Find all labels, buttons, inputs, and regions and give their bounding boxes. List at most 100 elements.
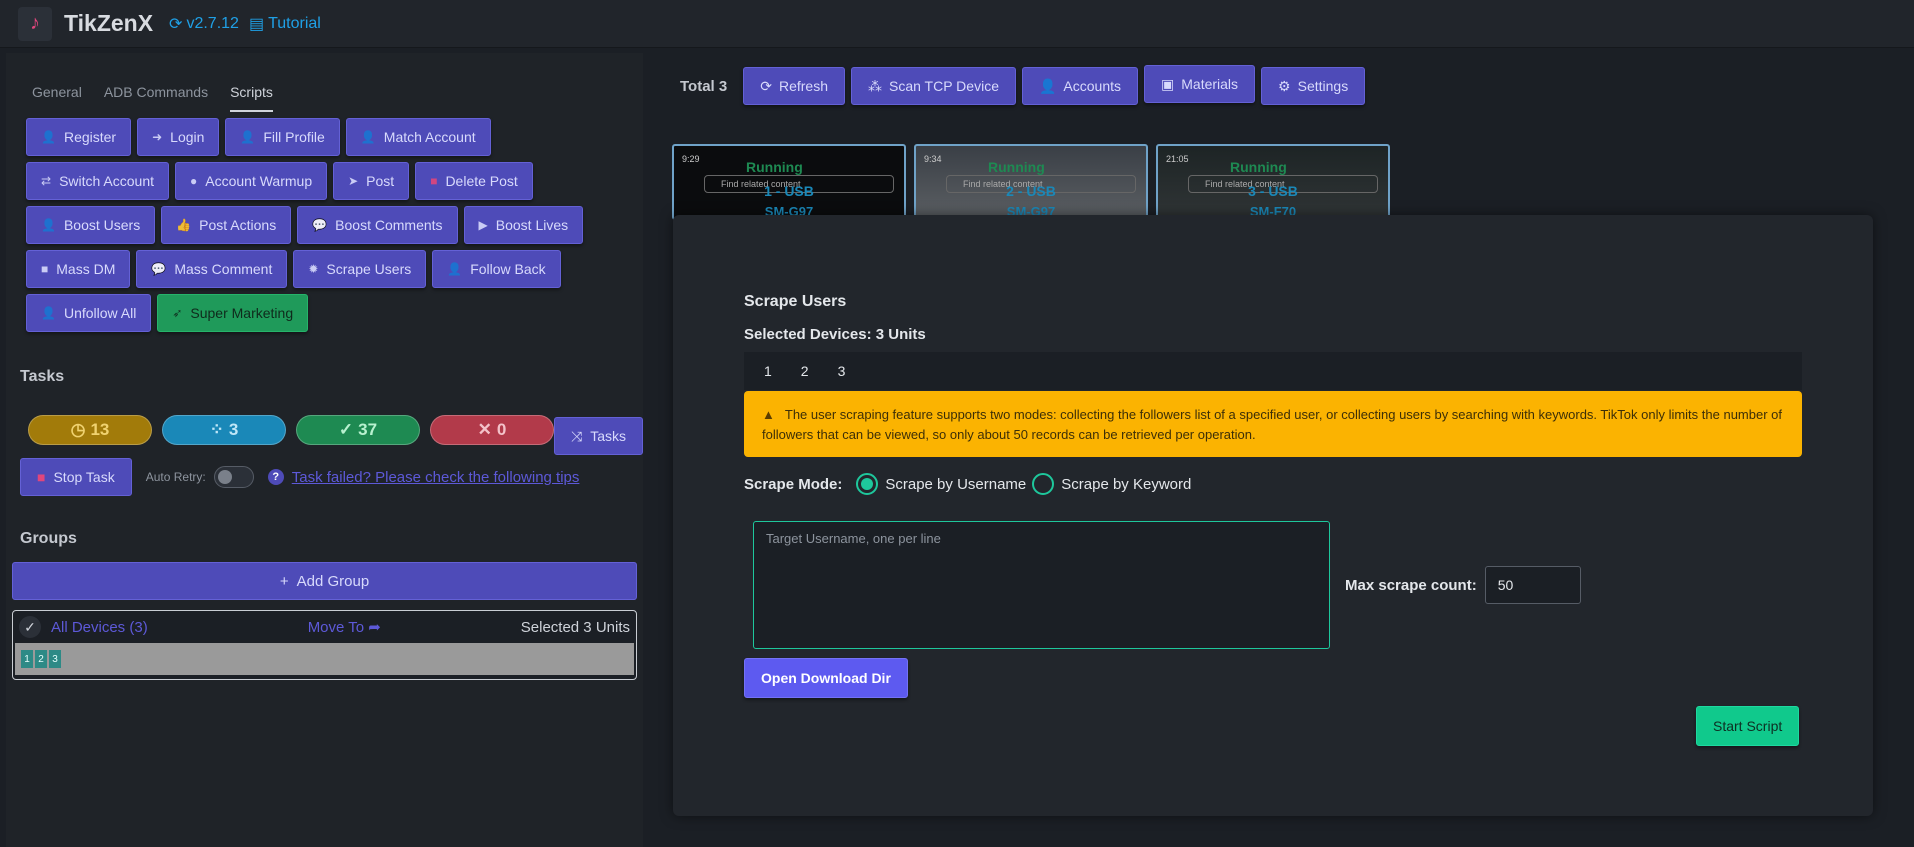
device-search-bar: Find related content xyxy=(946,175,1136,193)
boost-lives-button[interactable]: ▶Boost Lives xyxy=(463,206,584,244)
send-icon: ➤ xyxy=(348,174,359,188)
warning-alert: ▲The user scraping feature supports two … xyxy=(744,391,1802,457)
user-edit-icon: 👤 xyxy=(240,130,256,144)
user-minus-icon: 👤 xyxy=(41,306,56,320)
share-icon: ➦ xyxy=(368,619,381,636)
scrape-mode-group: Scrape Mode: Scrape by Username Scrape b… xyxy=(744,473,1197,495)
gear-icon: ⚙ xyxy=(1278,77,1291,94)
scan-tcp-device-button[interactable]: ⁂Scan TCP Device xyxy=(851,67,1016,105)
account-warmup-button[interactable]: ●Account Warmup xyxy=(175,162,328,200)
selected-count: Selected 3 Units xyxy=(520,618,630,636)
fill-profile-button[interactable]: 👤Fill Profile xyxy=(225,118,340,156)
device-toolbar: Total 3 ⟳Refresh ⁂Scan TCP Device 👤Accou… xyxy=(680,65,1366,105)
mass-dm-button[interactable]: ■Mass DM xyxy=(26,250,131,288)
scrape-by-username-option[interactable]: Scrape by Username xyxy=(856,473,1026,495)
register-button[interactable]: 👤Register xyxy=(26,118,132,156)
dialog-title: Scrape Users xyxy=(744,293,847,310)
user-check-icon: 👤 xyxy=(360,130,376,144)
tab-adb-commands[interactable]: ADB Commands xyxy=(103,84,209,100)
tasks-title: Tasks xyxy=(20,368,65,385)
check-icon: ✓ xyxy=(338,420,354,439)
boost-comments-button[interactable]: 💬Boost Comments xyxy=(297,206,458,244)
message-icon: ■ xyxy=(41,262,49,276)
max-scrape-count-input[interactable]: 50 xyxy=(1484,566,1581,604)
pending-count-badge[interactable]: ◷13 xyxy=(28,415,152,445)
match-account-button[interactable]: 👤Match Account xyxy=(345,118,491,156)
device-card[interactable]: 21:05 Find related content Running 3 - U… xyxy=(1156,144,1390,220)
running-count-badge[interactable]: ⁘3 xyxy=(162,415,286,445)
clock-icon: ◷ xyxy=(70,420,86,439)
tab-general[interactable]: General xyxy=(32,84,82,100)
materials-button[interactable]: ▣Materials xyxy=(1144,65,1256,103)
trash-icon: ■ xyxy=(430,174,438,188)
stop-icon: ■ xyxy=(37,469,46,485)
mass-comment-button[interactable]: 💬Mass Comment xyxy=(136,250,288,288)
device-name: 2 - USB xyxy=(1006,183,1056,199)
auto-retry-toggle[interactable] xyxy=(213,466,254,488)
login-icon: ➜ xyxy=(152,130,163,144)
group-device-chips: 1 2 3 xyxy=(15,643,634,675)
max-scrape-count-label: Max scrape count: xyxy=(1345,576,1477,594)
failed-count-badge[interactable]: ✕0 xyxy=(430,415,554,445)
device-number: 2 xyxy=(800,363,809,379)
post-button[interactable]: ➤Post xyxy=(333,162,410,200)
app-name: TikZenX xyxy=(64,10,154,36)
super-marketing-button[interactable]: ➶Super Marketing xyxy=(157,294,309,332)
select-all-checkbox[interactable]: ✓ xyxy=(19,616,41,638)
scrape-users-dialog: Scrape Users Selected Devices: 3 Units 1… xyxy=(673,215,1873,816)
app-header: ♪ TikZenX ⟳v2.7.12 ▤Tutorial xyxy=(0,0,1914,48)
unfollow-all-button[interactable]: 👤Unfollow All xyxy=(26,294,152,332)
device-model: SM-G97 xyxy=(1006,204,1056,219)
post-actions-button[interactable]: 👍Post Actions xyxy=(161,206,292,244)
auto-retry-label: Auto Retry: xyxy=(145,470,206,484)
login-button[interactable]: ➜Login xyxy=(137,118,220,156)
comment-icon: 💬 xyxy=(312,218,328,232)
accounts-button[interactable]: 👤Accounts xyxy=(1021,67,1139,105)
user-plus-icon: 👤 xyxy=(41,130,56,144)
device-number: 1 xyxy=(764,363,772,379)
document-icon: ▤ xyxy=(248,15,265,33)
panel-tabs: General ADB Commands Scripts xyxy=(32,81,295,112)
success-count-badge[interactable]: ✓37 xyxy=(296,415,420,445)
device-time: 9:34 xyxy=(924,154,942,164)
device-chip[interactable]: 1 xyxy=(21,650,33,668)
radio-selected[interactable] xyxy=(856,473,879,495)
target-username-textarea[interactable]: Target Username, one per line xyxy=(753,521,1330,649)
switch-account-button[interactable]: ⇄Switch Account xyxy=(26,162,169,200)
device-status: Running xyxy=(1230,159,1287,175)
device-number: 3 xyxy=(837,363,846,379)
settings-button[interactable]: ⚙Settings xyxy=(1261,67,1366,105)
all-devices-label[interactable]: All Devices (3) xyxy=(51,618,148,636)
move-to-button[interactable]: Move To ➦ xyxy=(307,619,381,636)
device-card[interactable]: 9:34 Find related content Running 2 - US… xyxy=(914,144,1148,220)
user-icon: 👤 xyxy=(1038,77,1057,94)
tasks-button[interactable]: ⤨Tasks xyxy=(554,417,643,455)
task-failed-tips-link[interactable]: Task failed? Please check the following … xyxy=(291,468,580,486)
boost-users-button[interactable]: 👤Boost Users xyxy=(26,206,156,244)
scrape-by-keyword-option[interactable]: Scrape by Keyword xyxy=(1032,473,1191,495)
user-icon: 👤 xyxy=(41,218,56,232)
device-chip[interactable]: 3 xyxy=(49,650,61,668)
device-card[interactable]: 9:29 Find related content Running 1 - US… xyxy=(672,144,906,220)
device-chip[interactable]: 2 xyxy=(35,650,47,668)
device-model: SM-G97 xyxy=(764,204,814,219)
stop-task-button[interactable]: ■Stop Task xyxy=(20,458,132,496)
device-time: 9:29 xyxy=(682,154,700,164)
device-status: Running xyxy=(988,159,1045,175)
video-icon: ▶ xyxy=(478,218,488,232)
refresh-button[interactable]: ⟳Refresh xyxy=(743,67,845,105)
follow-back-button[interactable]: 👤Follow Back xyxy=(432,250,561,288)
scrape-users-button[interactable]: ✹Scrape Users xyxy=(293,250,427,288)
delete-post-button[interactable]: ■Delete Post xyxy=(415,162,533,200)
start-script-button[interactable]: Start Script xyxy=(1696,706,1800,746)
selected-devices-label: Selected Devices: 3 Units xyxy=(744,326,926,343)
help-icon: ? xyxy=(267,469,284,485)
radio-unselected[interactable] xyxy=(1032,473,1055,495)
tutorial-link[interactable]: ▤Tutorial xyxy=(248,14,321,33)
version-link[interactable]: ⟳v2.7.12 xyxy=(169,14,239,33)
tab-scripts[interactable]: Scripts xyxy=(230,81,273,112)
open-download-dir-button[interactable]: Open Download Dir xyxy=(744,658,908,698)
add-group-button[interactable]: +Add Group xyxy=(12,562,637,600)
task-counters: ◷13 ⁘3 ✓37 ✕0 ⤨Tasks xyxy=(28,405,643,455)
device-grid: 9:29 Find related content Running 1 - US… xyxy=(672,144,1390,220)
